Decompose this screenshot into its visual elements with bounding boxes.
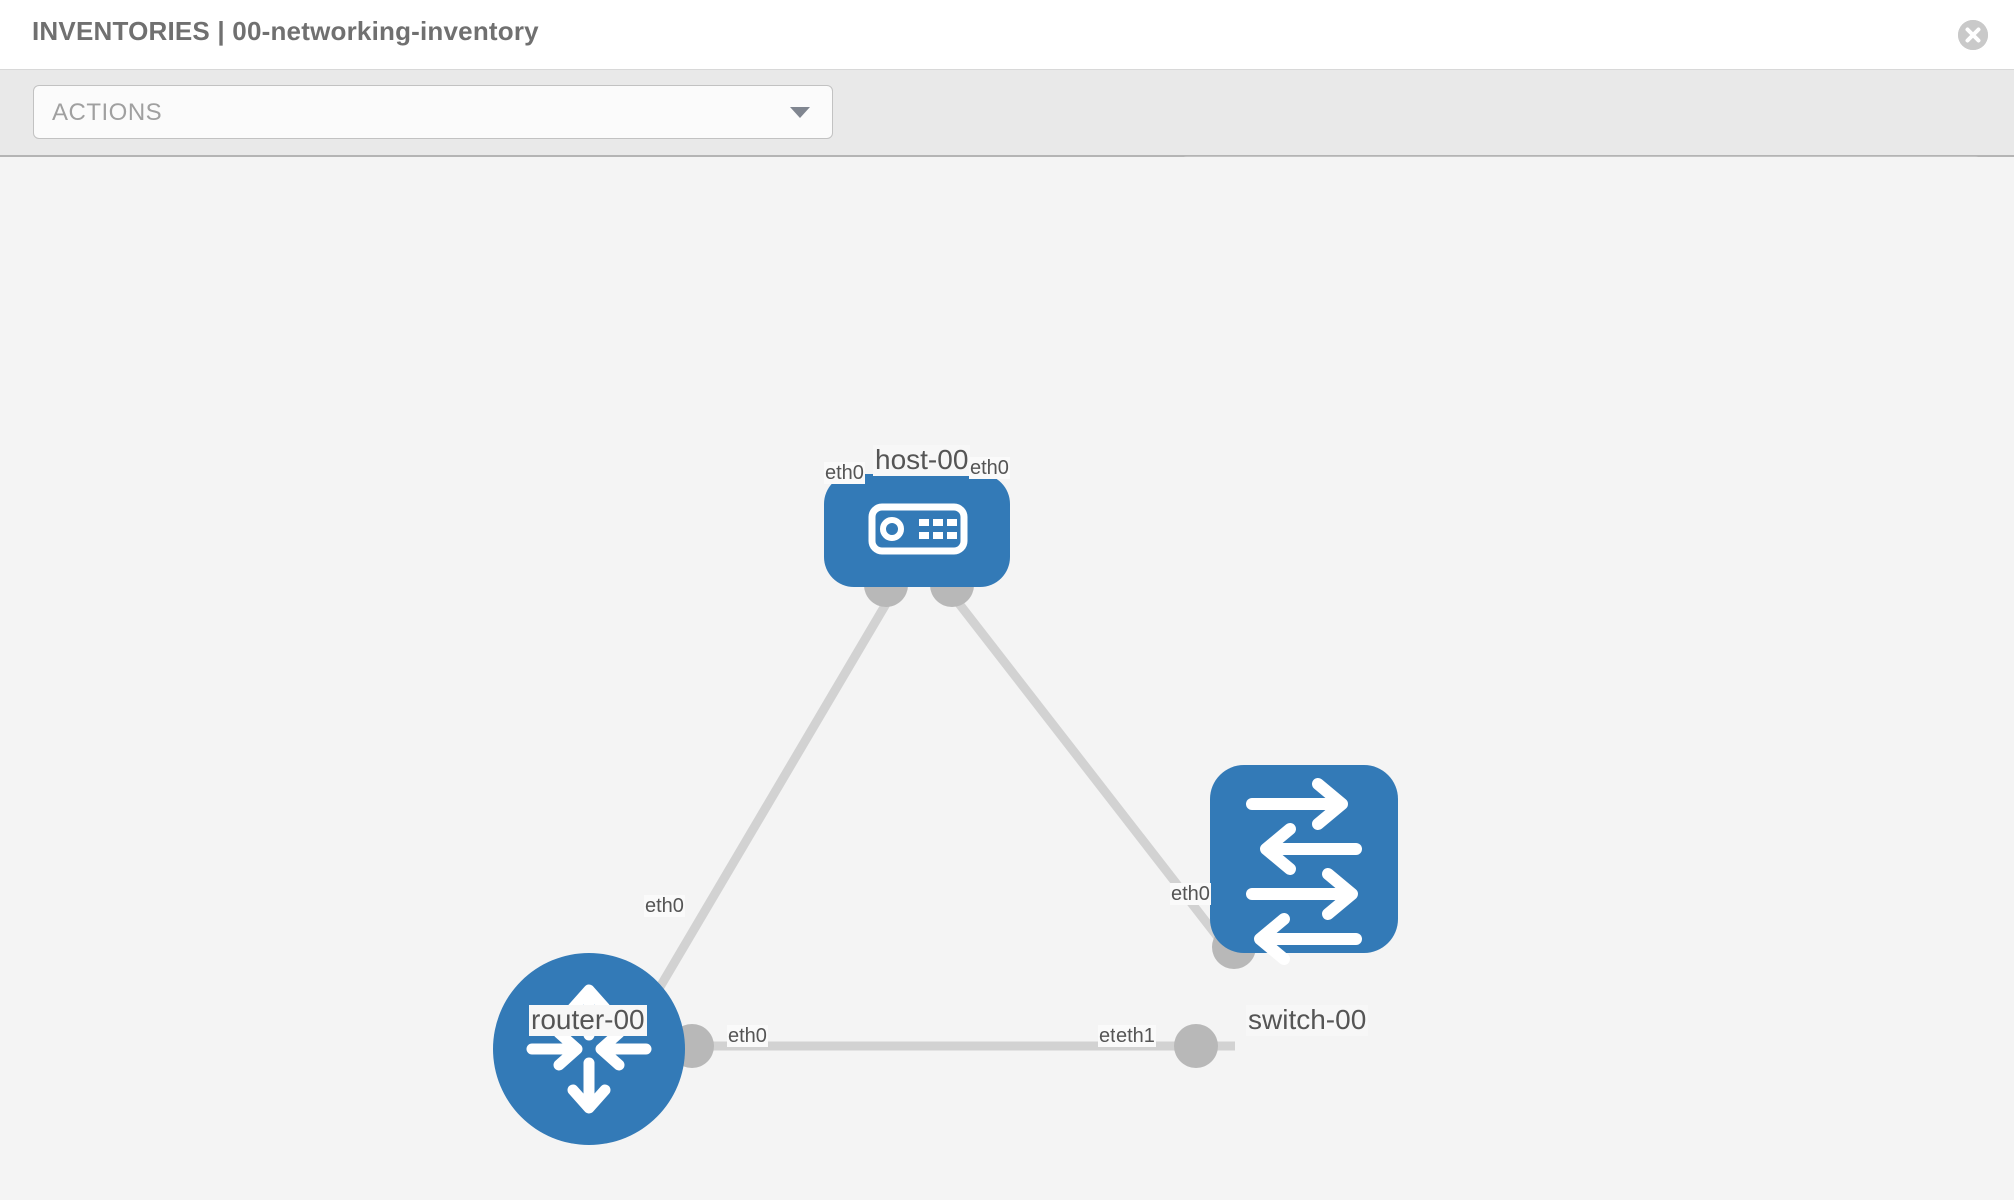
topology-links xyxy=(656,589,1235,1051)
node-switch-00[interactable] xyxy=(1210,765,1398,965)
node-label-router-00: router-00 xyxy=(529,1004,647,1036)
link-router00-host00 xyxy=(656,589,897,990)
iface-label-router00-switch: eth0 xyxy=(727,1025,768,1047)
topology-canvas[interactable]: router-00 switch-00 host-00 eth0 eth0 et… xyxy=(0,157,2014,1200)
iface-label-switch00-router: eth1 xyxy=(1115,1025,1156,1047)
page-title: INVENTORIES | 00-networking-inventory xyxy=(32,16,539,46)
chevron-down-icon xyxy=(790,107,810,118)
switch-arrows-icon xyxy=(1246,778,1362,965)
topology-diagram xyxy=(493,474,1398,1145)
node-host-00[interactable] xyxy=(824,474,1010,587)
node-label-host-00: host-00 xyxy=(873,444,971,476)
server-icon xyxy=(868,503,968,555)
iface-label-host00-right: eth0 xyxy=(969,457,1010,479)
port-switch00-left xyxy=(1174,1024,1218,1068)
page-header: INVENTORIES | 00-networking-inventory xyxy=(0,0,2014,70)
iface-label-host00-left: eth0 xyxy=(824,462,865,484)
node-router-00[interactable] xyxy=(493,953,685,1145)
iface-label-router00-host: eth0 xyxy=(644,895,685,917)
close-icon[interactable] xyxy=(1958,20,1988,50)
toolbar: ACTIONS SEARCH xyxy=(0,70,2014,210)
actions-dropdown[interactable]: ACTIONS xyxy=(33,85,833,139)
actions-dropdown-label: ACTIONS xyxy=(52,99,163,126)
iface-label-switch00-host: eth0 xyxy=(1170,883,1211,905)
node-label-switch-00: switch-00 xyxy=(1246,1004,1369,1036)
